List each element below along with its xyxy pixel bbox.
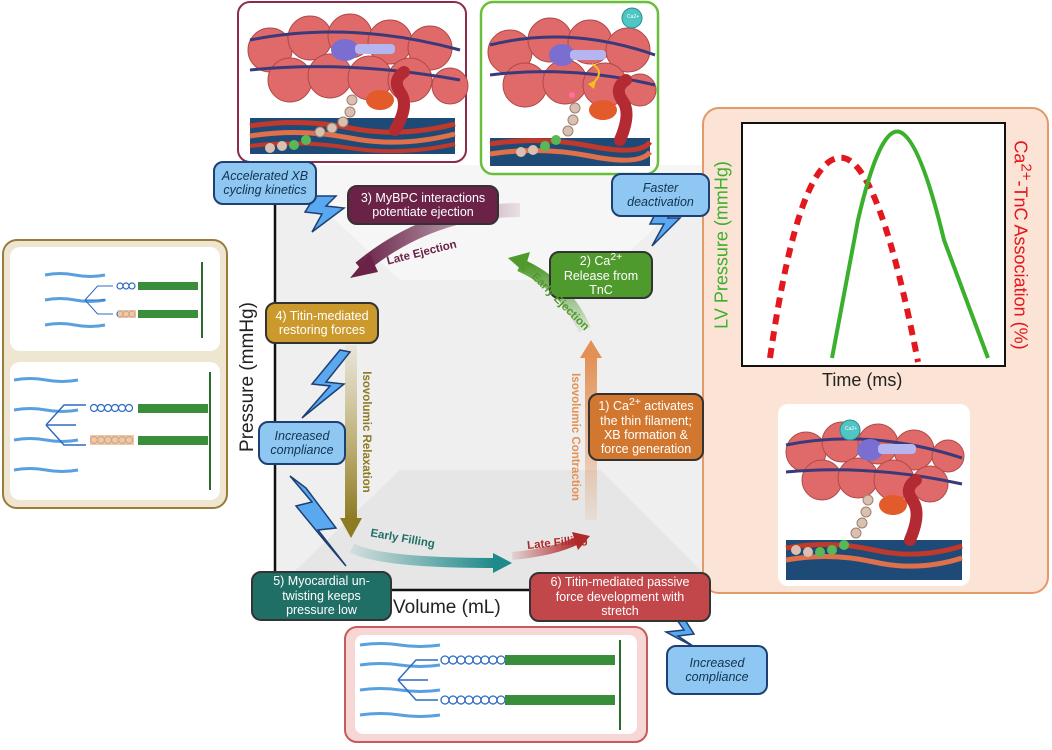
- step-4-text: 4) Titin-mediated restoring forces: [275, 308, 369, 337]
- calcium-badge-inset-text: Ca2+: [844, 426, 858, 433]
- left-titin-panel: [2, 239, 228, 509]
- calcium-badge-top-text: Ca2+: [626, 14, 640, 21]
- inset-x-axis-label: Time (ms): [822, 370, 903, 390]
- step-3-box: 3) MyBPC interactions potentiate ejectio…: [347, 185, 499, 225]
- note-faster-deactivation: Faster deactivation: [611, 173, 710, 217]
- step-1-box: 1) Ca2+ activates the thin filament; XB …: [588, 393, 704, 461]
- phase-isovolumic-contraction: Isovolumic Contraction: [569, 373, 581, 501]
- loop-x-axis-label: Volume (mL): [393, 597, 501, 618]
- note-increased-compliance-left: Increased compliance: [258, 421, 346, 465]
- loop-y-axis-label: Pressure (mmHg): [237, 302, 258, 452]
- calcium-badge-top: [621, 7, 643, 29]
- late-filling-arrow: [511, 536, 580, 560]
- step-4-box: 4) Titin-mediated restoring forces: [265, 302, 379, 344]
- step-5-text: 5) Myocardial un-twisting keeps pressure…: [273, 574, 370, 618]
- step-3-text: 3) MyBPC interactions potentiate ejectio…: [360, 190, 486, 219]
- step-2-box: 2) Ca2+ Release from TnC: [549, 251, 653, 299]
- bottom-titin-panel: [344, 626, 648, 743]
- note-increased-compliance-bottom: Increased compliance: [666, 645, 768, 695]
- note-accelerated-xb: Accelerated XB cycling kinetics: [213, 161, 317, 205]
- phase-isovolumic-relaxation: Isovolumic Relaxation: [360, 371, 372, 493]
- step-5-box: 5) Myocardial un-twisting keeps pressure…: [251, 571, 392, 621]
- calcium-badge-inset: [839, 419, 861, 441]
- top-middle-sarcomere-panel: [479, 0, 660, 176]
- inset-y-axis-label-right: Ca2+-TnC Association (%): [1010, 140, 1035, 349]
- lv-pressure-curve: [830, 129, 990, 359]
- step-2-text: 2) Ca2+ Release from TnC: [563, 252, 639, 298]
- inset-y-axis-label-left: LV Pressure (mmHg): [711, 161, 732, 329]
- inset-panel: [702, 107, 1049, 594]
- step-6-box: 6) Titin-mediated passive force developm…: [529, 572, 711, 622]
- step-6-text: 6) Titin-mediated passive force developm…: [550, 575, 690, 619]
- inset-y-axis-label-right-text: Ca2+-TnC Association (%): [1010, 140, 1035, 350]
- top-left-sarcomere-panel: [237, 1, 469, 163]
- step-1-text: 1) Ca2+ activates the thin filament; XB …: [598, 397, 694, 457]
- early-filling-arrow: [349, 543, 496, 568]
- inset-curves: [767, 129, 990, 363]
- isovolumic-relaxation-arrow: [345, 345, 357, 520]
- calcium-association-curve: [767, 154, 921, 363]
